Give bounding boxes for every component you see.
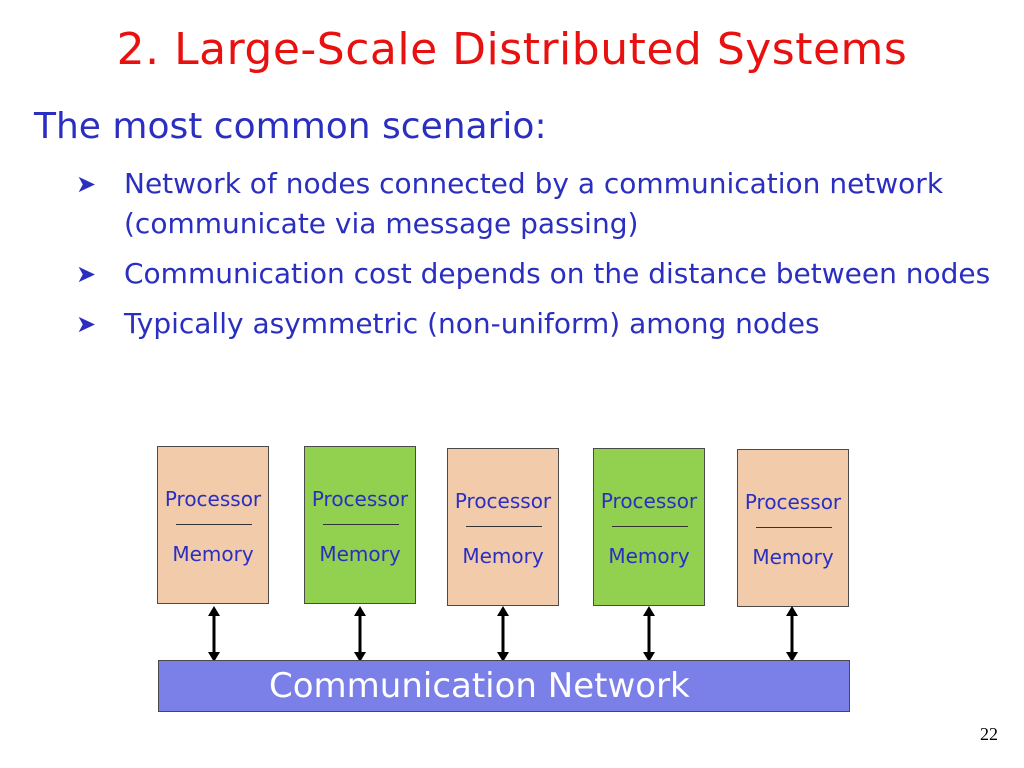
bullet-text: Typically asymmetric (non-uniform) among…	[124, 307, 820, 340]
double-arrow-icon	[497, 606, 509, 662]
page-number: 22	[980, 724, 998, 744]
arrow-right-icon: ➤	[76, 260, 97, 288]
double-arrow-icon	[354, 606, 366, 662]
processor-label: Processor	[164, 487, 262, 511]
arrow-right-icon: ➤	[76, 170, 97, 198]
divider-line	[612, 526, 688, 527]
double-arrow-icon	[786, 606, 798, 662]
bullet-list: ➤ Network of nodes connected by a commun…	[76, 164, 996, 354]
bullet-item: ➤ Typically asymmetric (non-uniform) amo…	[76, 304, 996, 344]
memory-label: Memory	[608, 544, 690, 568]
memory-label: Memory	[752, 545, 834, 569]
communication-network-bar: Communication Network	[158, 660, 850, 712]
node-box: Processor Memory	[593, 448, 705, 606]
slide-subtitle: The most common scenario:	[34, 106, 547, 147]
processor-label: Processor	[311, 487, 409, 511]
processor-label: Processor	[454, 489, 552, 513]
memory-label: Memory	[172, 542, 254, 566]
bullet-text: Communication cost depends on the distan…	[124, 257, 991, 290]
divider-line	[756, 527, 832, 528]
processor-label: Processor	[744, 490, 842, 514]
node-box: Processor Memory	[737, 449, 849, 607]
double-arrow-icon	[643, 606, 655, 662]
processor-label: Processor	[600, 489, 698, 513]
memory-label: Memory	[319, 542, 401, 566]
memory-label: Memory	[462, 544, 544, 568]
bullet-text: Network of nodes connected by a communic…	[124, 167, 944, 240]
arrow-right-icon: ➤	[76, 310, 97, 338]
divider-line	[176, 524, 252, 525]
divider-line	[323, 524, 399, 525]
node-box: Processor Memory	[447, 448, 559, 606]
divider-line	[466, 526, 542, 527]
node-box: Processor Memory	[157, 446, 269, 604]
bullet-item: ➤ Communication cost depends on the dist…	[76, 254, 996, 294]
node-box: Processor Memory	[304, 446, 416, 604]
double-arrow-icon	[208, 606, 220, 662]
slide-title: 2. Large-Scale Distributed Systems	[116, 24, 908, 75]
bullet-item: ➤ Network of nodes connected by a commun…	[76, 164, 996, 244]
